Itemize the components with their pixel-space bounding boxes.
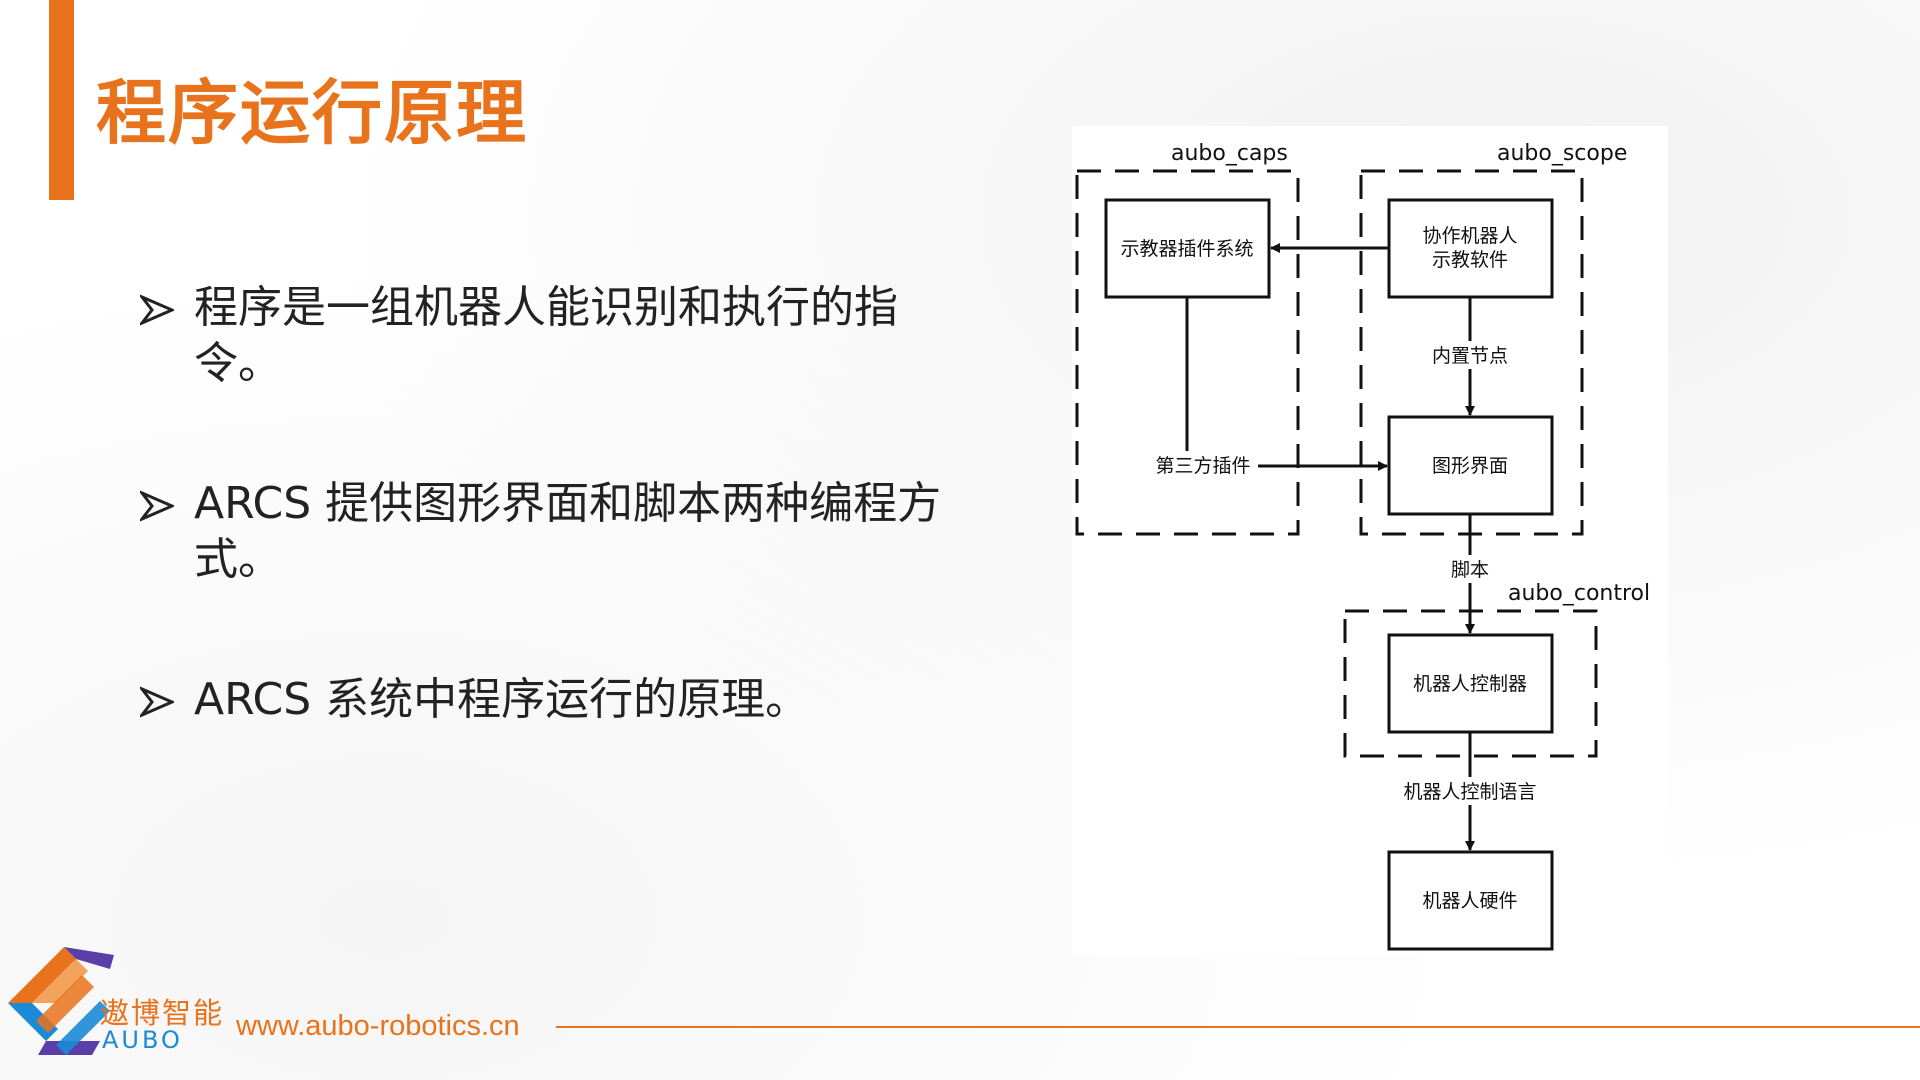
- group-label-aubo-control: aubo_control: [1508, 581, 1650, 606]
- node-controller-box: [1387, 633, 1554, 734]
- node-cobot-software-label-1: 协作机器人: [1422, 225, 1517, 247]
- arrow-bullet-icon: [140, 280, 194, 340]
- edge-label-bg: [1398, 777, 1542, 805]
- bullet-item: 程序是一组机器人能识别和执行的指令。: [140, 280, 960, 392]
- bullet-text: ARCS 系统中程序运行的原理。: [194, 674, 810, 725]
- edge-label-bg: [1446, 555, 1494, 583]
- node-hardware-box: [1387, 850, 1554, 951]
- node-cobot-software-box: [1387, 198, 1554, 299]
- logo-english-name: AUBO: [102, 1026, 183, 1054]
- node-hardware-label: 机器人硬件: [1422, 890, 1517, 912]
- node-controller-label: 机器人控制器: [1413, 673, 1527, 695]
- bullet-item: ARCS 系统中程序运行的原理。: [140, 672, 960, 732]
- footer-divider: [556, 1026, 1920, 1028]
- node-plugin-system-label: 示教器插件系统: [1120, 238, 1253, 260]
- group-label-aubo-scope: aubo_scope: [1497, 141, 1627, 166]
- footer-url: www.aubo-robotics.cn: [236, 1010, 520, 1042]
- group-label-aubo-caps: aubo_caps: [1171, 141, 1288, 166]
- edge-label-script: 脚本: [1451, 559, 1489, 581]
- edge-label-builtin-nodes: 内置节点: [1432, 345, 1508, 367]
- node-cobot-software-label-2: 示教软件: [1432, 249, 1508, 271]
- arrow-bullet-icon: [140, 476, 194, 536]
- bullet-item: ARCS 提供图形界面和脚本两种编程方式。: [140, 476, 960, 588]
- edge-label-bg: [1425, 341, 1515, 369]
- arrow-bullet-icon: [140, 672, 194, 732]
- edge-label-bg: [1148, 451, 1258, 479]
- edge-label-control-language: 机器人控制语言: [1403, 781, 1536, 803]
- bullet-text: 程序是一组机器人能识别和执行的指令。: [194, 282, 898, 389]
- edge-label-third-party-plugins: 第三方插件: [1155, 455, 1250, 477]
- node-gui-label: 图形界面: [1432, 455, 1508, 477]
- aubo-logo-icon: [8, 947, 114, 1055]
- group-aubo-caps: [1075, 169, 1300, 536]
- node-plugin-system-box: [1104, 198, 1271, 299]
- bullet-text: ARCS 提供图形界面和脚本两种编程方式。: [194, 478, 942, 585]
- page-title: 程序运行原理: [96, 72, 528, 154]
- title-accent-bar: [49, 0, 74, 200]
- edge-plugins-to-gui: [1185, 297, 1388, 471]
- logo-chinese-name: 遨博智能: [100, 996, 225, 1030]
